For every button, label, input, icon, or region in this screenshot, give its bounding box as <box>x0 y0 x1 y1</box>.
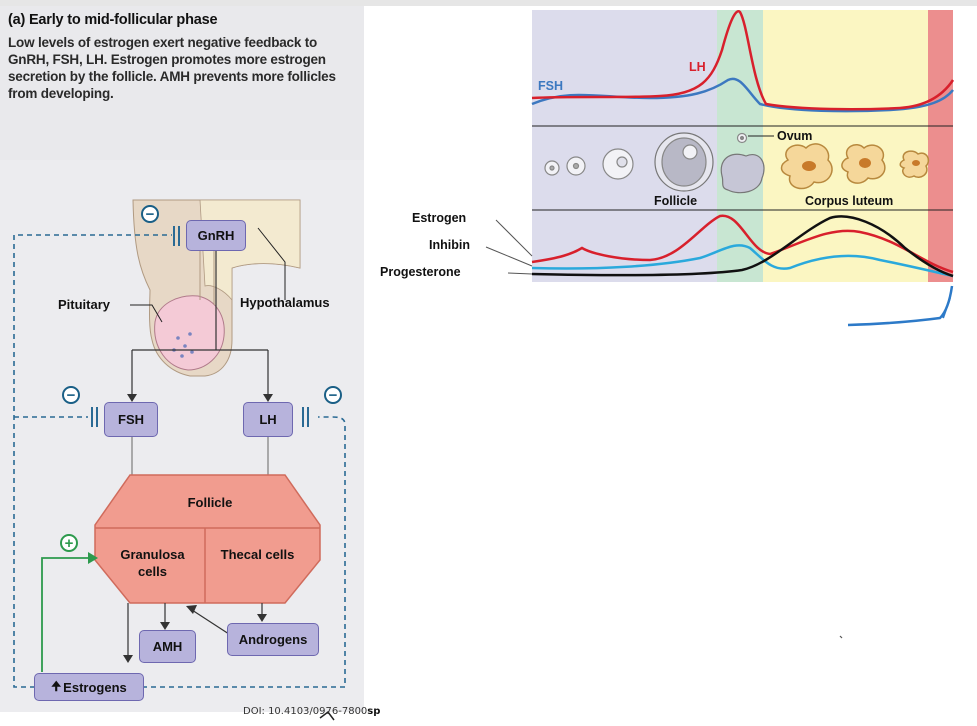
follicle-shape <box>94 474 321 604</box>
positive-feedback-icon: + <box>60 534 78 552</box>
follicle-label: Follicle <box>187 495 233 510</box>
author-initials: sp <box>367 706 381 717</box>
menses-phase-bg <box>928 10 953 282</box>
annotation-mark <box>839 635 843 639</box>
pituitary-leader <box>130 304 163 323</box>
corpus-luteum-label: Corpus luteum <box>805 194 894 208</box>
granulosa-cells-label: Granulosa cells <box>120 547 185 579</box>
estrogen-label: Estrogen <box>412 211 467 225</box>
negative-feedback-icon: − <box>62 386 80 404</box>
doi-text: DOI: 10.4103/0976-7800 <box>243 706 368 717</box>
doi-footer: DOI: 10.4103/0976-7800sp <box>243 706 380 717</box>
lh-box: LH <box>243 402 293 437</box>
estrogen-curve <box>531 214 954 274</box>
up-arrow-icon: 🠉 <box>51 678 62 693</box>
negative-feedback-loop <box>13 234 346 688</box>
panel-description: Low levels of estrogen exert negative fe… <box>8 35 336 101</box>
negative-feedback-icon: − <box>324 386 342 404</box>
fsh-curve-label: FSH <box>538 79 563 93</box>
inhibin-leader <box>485 246 533 267</box>
estrogens-label: Estrogens <box>63 679 127 695</box>
phase-description-panel: (a) Early to mid-follicular phase Low le… <box>0 6 364 160</box>
negative-feedback-icon: − <box>141 205 159 223</box>
hypothalamus-label: Hypothalamus <box>240 295 330 310</box>
annotation-stroke <box>942 297 951 319</box>
annotation-stroke <box>847 285 954 327</box>
progesterone-leader <box>507 272 533 275</box>
progesterone-curve <box>531 215 954 278</box>
fsh-box: FSH <box>104 402 158 437</box>
positive-feedback-loop <box>41 557 90 672</box>
androgens-box: Androgens <box>227 623 319 656</box>
panel-title: (a) Early to mid-follicular phase <box>8 12 218 28</box>
lh-curve-label: LH <box>689 60 706 74</box>
pituitary-label: Pituitary <box>58 297 111 312</box>
estrogen-leader <box>495 219 533 257</box>
inhibin-label: Inhibin <box>429 238 470 252</box>
thecal-cells-label: Thecal cells <box>220 547 295 562</box>
pituitary-dots <box>172 332 194 358</box>
gnrh-box: GnRH <box>186 220 246 251</box>
lh-curve <box>531 10 955 111</box>
follicle-stage-label: Follicle <box>654 194 698 208</box>
amh-box: AMH <box>139 630 196 663</box>
annotation-mark <box>319 710 335 721</box>
inhibition-bars <box>91 226 309 427</box>
luteal-phase-bg <box>763 10 928 282</box>
ovulation-phase-bg <box>717 10 763 282</box>
follicle-development-icons <box>544 132 765 194</box>
ovum-label: Ovum <box>777 129 813 143</box>
estrogens-box: 🠉 Estrogens <box>34 673 144 701</box>
top-strip <box>0 0 977 6</box>
hypothalamus-leader <box>257 227 286 300</box>
inhibin-curve <box>531 244 954 278</box>
progesterone-label: Progesterone <box>380 265 461 279</box>
